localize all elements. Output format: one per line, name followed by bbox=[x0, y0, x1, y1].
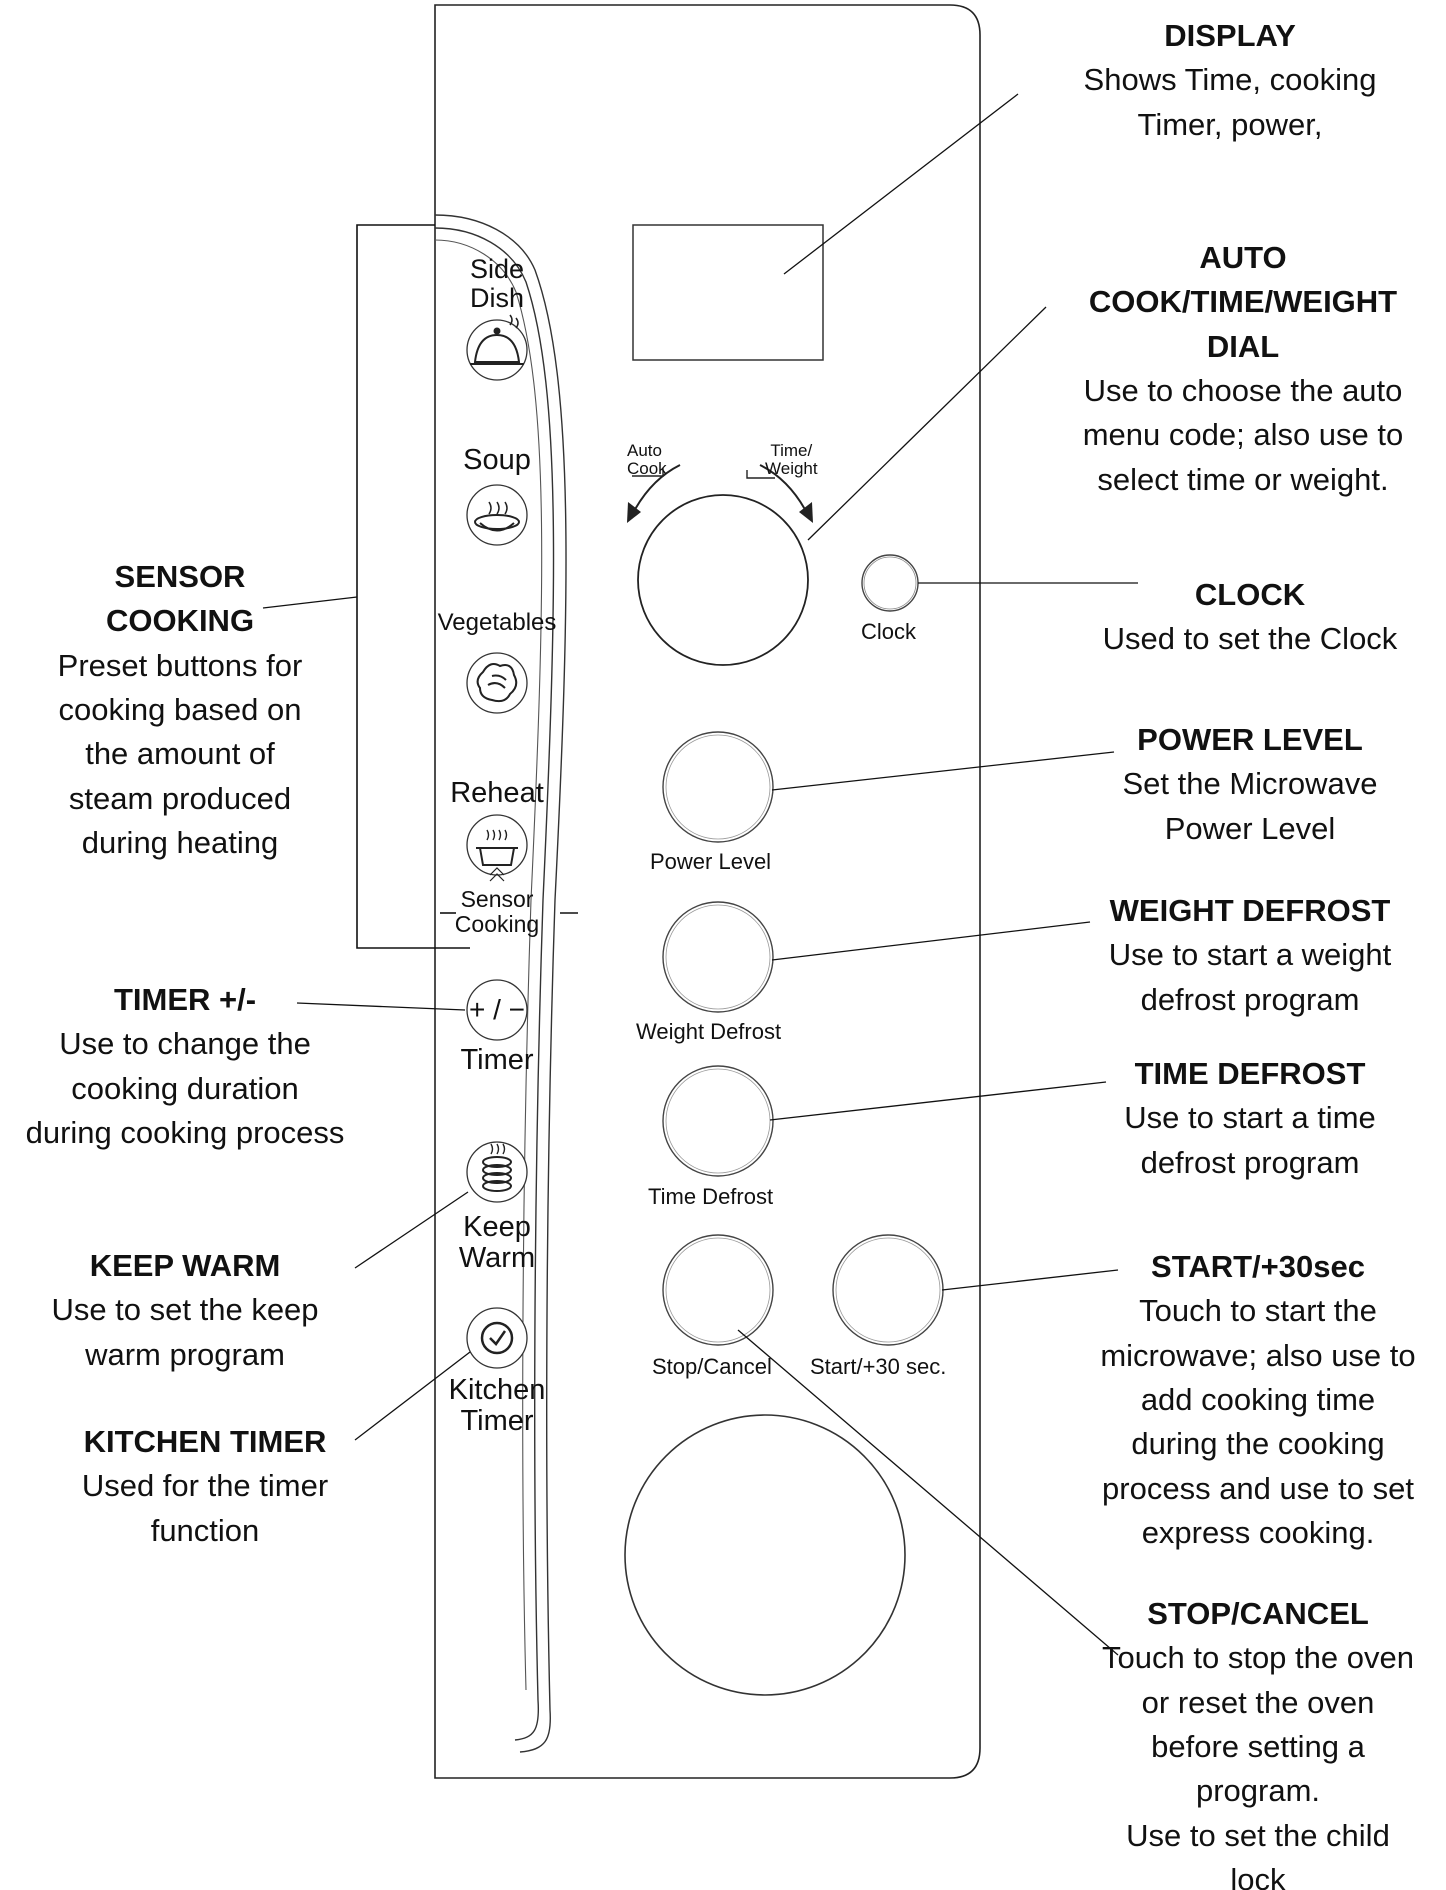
stop-cancel-button-label[interactable]: Stop/Cancel bbox=[652, 1354, 772, 1379]
sensor-cooking-bracket bbox=[356, 224, 470, 949]
time-defrost-button-label[interactable]: Time Defrost bbox=[648, 1184, 774, 1209]
soup-label[interactable]: Soup bbox=[463, 444, 531, 476]
callout-stop-cancel-title: STOP/CANCEL bbox=[1147, 1596, 1369, 1631]
door-release-button bbox=[624, 1414, 906, 1696]
callout-kitchen-timer: KITCHEN TIMER Used for the timer functio… bbox=[0, 1420, 410, 1553]
callout-power-level-body: Set the Microwave Power Level bbox=[1122, 766, 1378, 846]
callout-kitchen-timer-body: Used for the timer function bbox=[81, 1468, 329, 1548]
callout-power-level: POWER LEVEL Set the Microwave Power Leve… bbox=[1060, 718, 1440, 851]
clock-button-label[interactable]: Clock bbox=[861, 619, 917, 644]
callout-timer: TIMER +/- Use to change the cooking dura… bbox=[0, 978, 370, 1155]
callout-sensor-cooking: SENSOR COOKING Preset buttons for cookin… bbox=[0, 555, 360, 865]
callout-time-defrost-title: TIME DEFROST bbox=[1134, 1056, 1366, 1091]
weight-defrost-button-ring bbox=[662, 901, 774, 1013]
lettuce-icon bbox=[476, 663, 518, 703]
time-weight-label: Time/ Weight bbox=[765, 441, 818, 478]
stacked-plates-icon bbox=[482, 1143, 512, 1192]
callout-auto-cook-title: AUTO COOK/TIME/WEIGHT DIAL bbox=[1088, 240, 1398, 364]
auto-cook-label: Auto Cook bbox=[627, 441, 667, 478]
callout-time-defrost-body: Use to start a time defrost program bbox=[1124, 1100, 1376, 1180]
timer-label[interactable]: Timer bbox=[460, 1044, 534, 1076]
timer-symbol-label[interactable]: + / − bbox=[468, 994, 526, 1025]
sensor-cooking-label: Sensor Cooking bbox=[454, 886, 540, 937]
callout-stop-cancel: STOP/CANCEL Touch to stop the oven or re… bbox=[1070, 1592, 1446, 1890]
callout-display-title: DISPLAY bbox=[1164, 18, 1296, 53]
start-button-label[interactable]: Start/+30 sec. bbox=[810, 1354, 947, 1379]
panel-outline bbox=[434, 4, 981, 1779]
callout-sensor-cooking-title: SENSOR COOKING bbox=[105, 559, 255, 639]
start-button-ring bbox=[832, 1234, 944, 1346]
callout-timer-body: Use to change the cooking duration durin… bbox=[25, 1026, 345, 1150]
callout-weight-defrost: WEIGHT DEFROST Use to start a weight def… bbox=[1060, 889, 1440, 1022]
display-window bbox=[632, 224, 824, 361]
callout-auto-cook: AUTO COOK/TIME/WEIGHT DIAL Use to choose… bbox=[1040, 236, 1446, 502]
stop-cancel-button-ring bbox=[662, 1234, 774, 1346]
keep-warm-label[interactable]: Keep Warm bbox=[458, 1211, 536, 1275]
callout-time-defrost: TIME DEFROST Use to start a time defrost… bbox=[1060, 1052, 1440, 1185]
callout-clock-body: Used to set the Clock bbox=[1102, 621, 1398, 657]
callout-sensor-cooking-body: Preset buttons for cooking based on the … bbox=[57, 647, 303, 860]
button-strip-outline bbox=[434, 214, 567, 1753]
callout-clock-title: CLOCK bbox=[1194, 577, 1306, 612]
time-defrost-button-ring bbox=[662, 1065, 774, 1177]
cloche-icon bbox=[470, 314, 524, 365]
leader-lines bbox=[262, 93, 1138, 1656]
clock-icon bbox=[480, 1321, 514, 1355]
callout-keep-warm: KEEP WARM Use to set the keep warm progr… bbox=[0, 1244, 370, 1377]
callout-stop-cancel-body: Touch to stop the oven or reset the oven… bbox=[1102, 1640, 1414, 1890]
power-level-button-label[interactable]: Power Level bbox=[650, 849, 772, 874]
kitchen-timer-label[interactable]: Kitchen Timer bbox=[448, 1374, 546, 1438]
callout-weight-defrost-title: WEIGHT DEFROST bbox=[1109, 893, 1391, 928]
callout-power-level-title: POWER LEVEL bbox=[1137, 722, 1363, 757]
callout-kitchen-timer-title: KITCHEN TIMER bbox=[83, 1424, 327, 1459]
callout-timer-title: TIMER +/- bbox=[113, 982, 257, 1017]
callout-start-body: Touch to start the microwave; also use t… bbox=[1100, 1293, 1416, 1550]
callout-keep-warm-title: KEEP WARM bbox=[89, 1248, 281, 1283]
callout-auto-cook-body: Use to choose the auto menu code; also u… bbox=[1082, 372, 1404, 497]
callout-clock: CLOCK Used to set the Clock bbox=[1060, 573, 1440, 662]
kitchen-timer-button bbox=[466, 1307, 528, 1369]
callout-start-title: START/+30sec bbox=[1151, 1249, 1365, 1284]
side-dish-label[interactable]: Side Dish bbox=[469, 254, 525, 314]
soup-bowl-icon bbox=[474, 501, 520, 532]
weight-defrost-button-label[interactable]: Weight Defrost bbox=[636, 1019, 782, 1044]
timer-button bbox=[466, 979, 528, 1041]
callout-display-body: Shows Time, cooking Timer, power, bbox=[1083, 62, 1377, 142]
power-level-button-ring bbox=[662, 731, 774, 843]
reheat-label[interactable]: Reheat bbox=[450, 777, 544, 809]
callout-weight-defrost-body: Use to start a weight defrost program bbox=[1108, 937, 1392, 1017]
vegetables-label[interactable]: Vegetables bbox=[437, 609, 557, 636]
callout-display: DISPLAY Shows Time, cooking Timer, power… bbox=[1020, 14, 1440, 147]
callout-keep-warm-body: Use to set the keep warm program bbox=[51, 1292, 319, 1372]
callout-start: START/+30sec Touch to start the microwav… bbox=[1070, 1245, 1446, 1555]
auto-cook-dial bbox=[637, 494, 809, 666]
clock-button-ring bbox=[861, 554, 919, 612]
pot-icon bbox=[476, 829, 518, 866]
